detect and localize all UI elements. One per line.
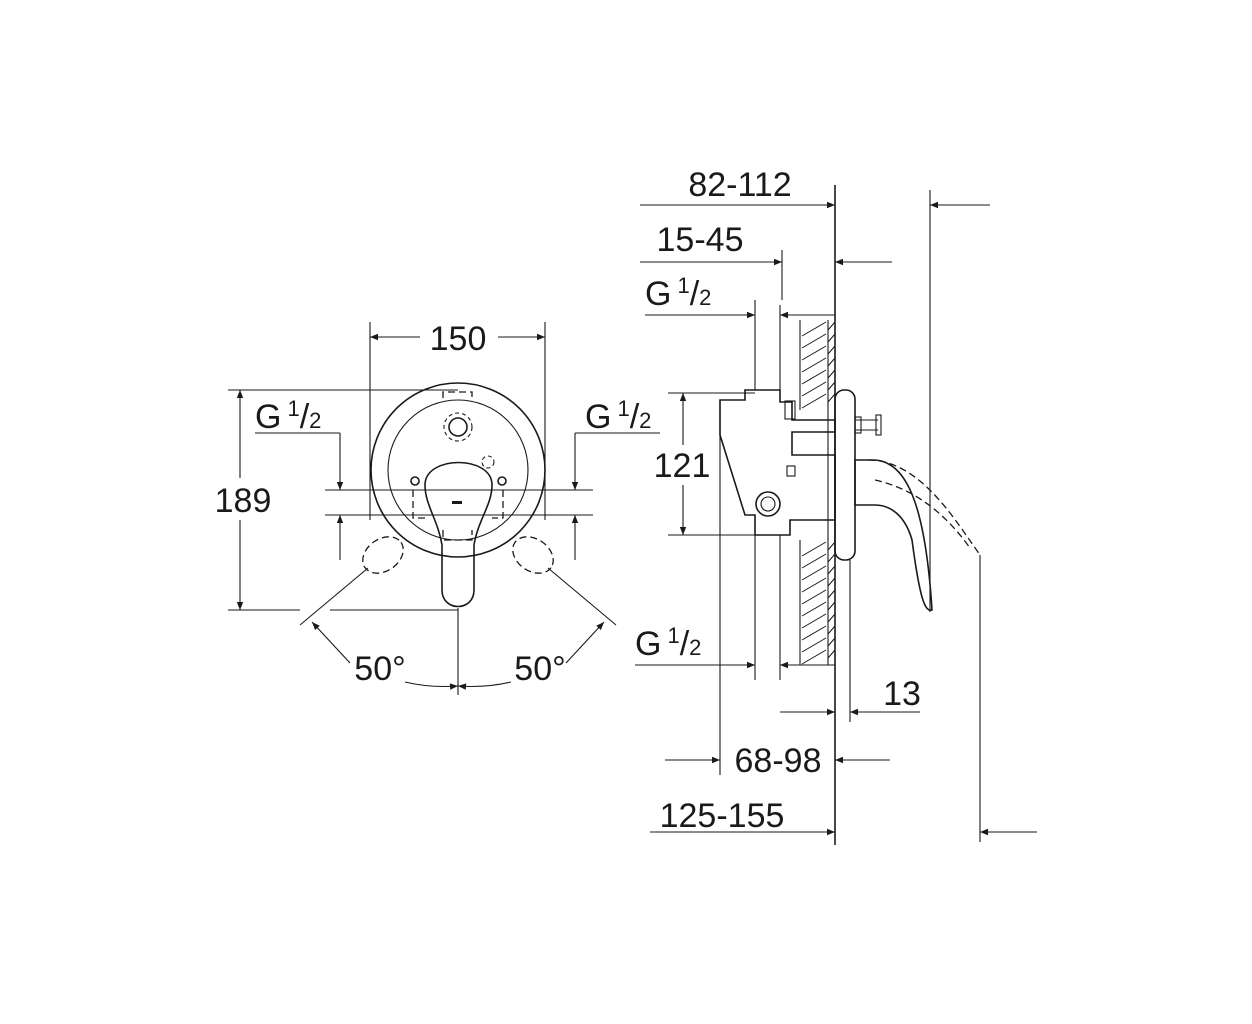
hatch-line <box>801 345 827 361</box>
hatch-line <box>827 601 836 611</box>
lever-side <box>854 459 933 611</box>
valve-body <box>719 389 836 536</box>
hatch-line <box>827 333 836 343</box>
thread-num: 1 <box>677 273 689 298</box>
svg-text:G1/2: G1/2 <box>255 396 321 436</box>
wall-hatching <box>799 320 836 665</box>
hatch-line <box>827 541 836 551</box>
dim-total: 125-155 <box>650 797 1037 836</box>
svg-text:G1/2: G1/2 <box>585 396 651 436</box>
thread-g: G <box>645 275 671 313</box>
hatch-line <box>801 601 827 617</box>
hatch-line <box>827 637 836 647</box>
outlet-port <box>448 417 468 437</box>
width-dimension: 150 <box>369 320 546 520</box>
hatch-line <box>827 613 836 623</box>
thread-num: 1 <box>667 623 679 648</box>
thread-den: 2 <box>689 635 701 660</box>
thread-den: 2 <box>639 408 651 433</box>
lever-handle <box>424 461 493 608</box>
hatch-line <box>801 625 827 641</box>
hatch-line <box>827 565 836 575</box>
hatch-line <box>827 589 836 599</box>
hatch-line <box>827 577 836 587</box>
thread-den: 2 <box>309 408 321 433</box>
height-label: 189 <box>215 482 272 520</box>
inlet-port <box>755 491 781 517</box>
svg-text:G1/2: G1/2 <box>635 623 701 663</box>
hatch-line <box>801 541 827 557</box>
hatch-line <box>801 321 827 337</box>
hatch-line <box>827 369 836 379</box>
hatch-line <box>827 625 836 635</box>
escutcheon-outer <box>370 382 546 558</box>
hatch-line <box>801 369 827 385</box>
hatch-line <box>827 649 836 659</box>
thread-g: G <box>255 398 281 436</box>
hatch-line <box>827 345 836 355</box>
dim-plate-label: 13 <box>883 675 921 713</box>
thread-num: 1 <box>287 396 299 421</box>
hatch-line <box>801 333 827 349</box>
angle-right-label: 50° <box>514 650 565 688</box>
cover-plate <box>834 389 856 561</box>
hatch-line <box>827 357 836 367</box>
dim-plate: 13 <box>780 675 921 716</box>
hatch-line <box>827 381 836 391</box>
dim-wall: 15-45 <box>640 221 892 266</box>
hatch-line <box>801 553 827 569</box>
hatch-line <box>801 649 827 665</box>
hatch-line <box>801 393 827 409</box>
hatch-line <box>827 553 836 563</box>
svg-text:G1/2: G1/2 <box>645 273 711 313</box>
dim-body: 68-98 <box>665 742 890 780</box>
hatch-line <box>801 613 827 629</box>
thread-g: G <box>585 398 611 436</box>
dim-top: 82-112 <box>640 166 990 209</box>
thread-g: G <box>635 625 661 663</box>
thread-den: 2 <box>699 285 711 310</box>
height-dimension: 189 <box>215 389 458 611</box>
hatch-line <box>827 321 836 331</box>
dim-wall-label: 15-45 <box>657 221 744 259</box>
angle-left-label: 50° <box>354 650 405 688</box>
hatch-line <box>801 577 827 593</box>
hatch-line <box>801 637 827 653</box>
dim-height-label: 121 <box>654 447 711 485</box>
dim-height: 121 <box>654 392 755 536</box>
handle-position-left <box>362 536 404 574</box>
width-label: 150 <box>430 320 487 358</box>
thread-num: 1 <box>617 396 629 421</box>
dim-body-label: 68-98 <box>735 742 822 780</box>
hatch-line <box>801 357 827 373</box>
hatch-line <box>827 393 836 403</box>
hatch-line <box>801 381 827 397</box>
escutcheon-inner <box>387 399 529 541</box>
hatch-line <box>801 589 827 605</box>
dim-total-label: 125-155 <box>660 797 785 835</box>
dim-top-label: 82-112 <box>688 166 791 204</box>
hatch-line <box>801 565 827 581</box>
